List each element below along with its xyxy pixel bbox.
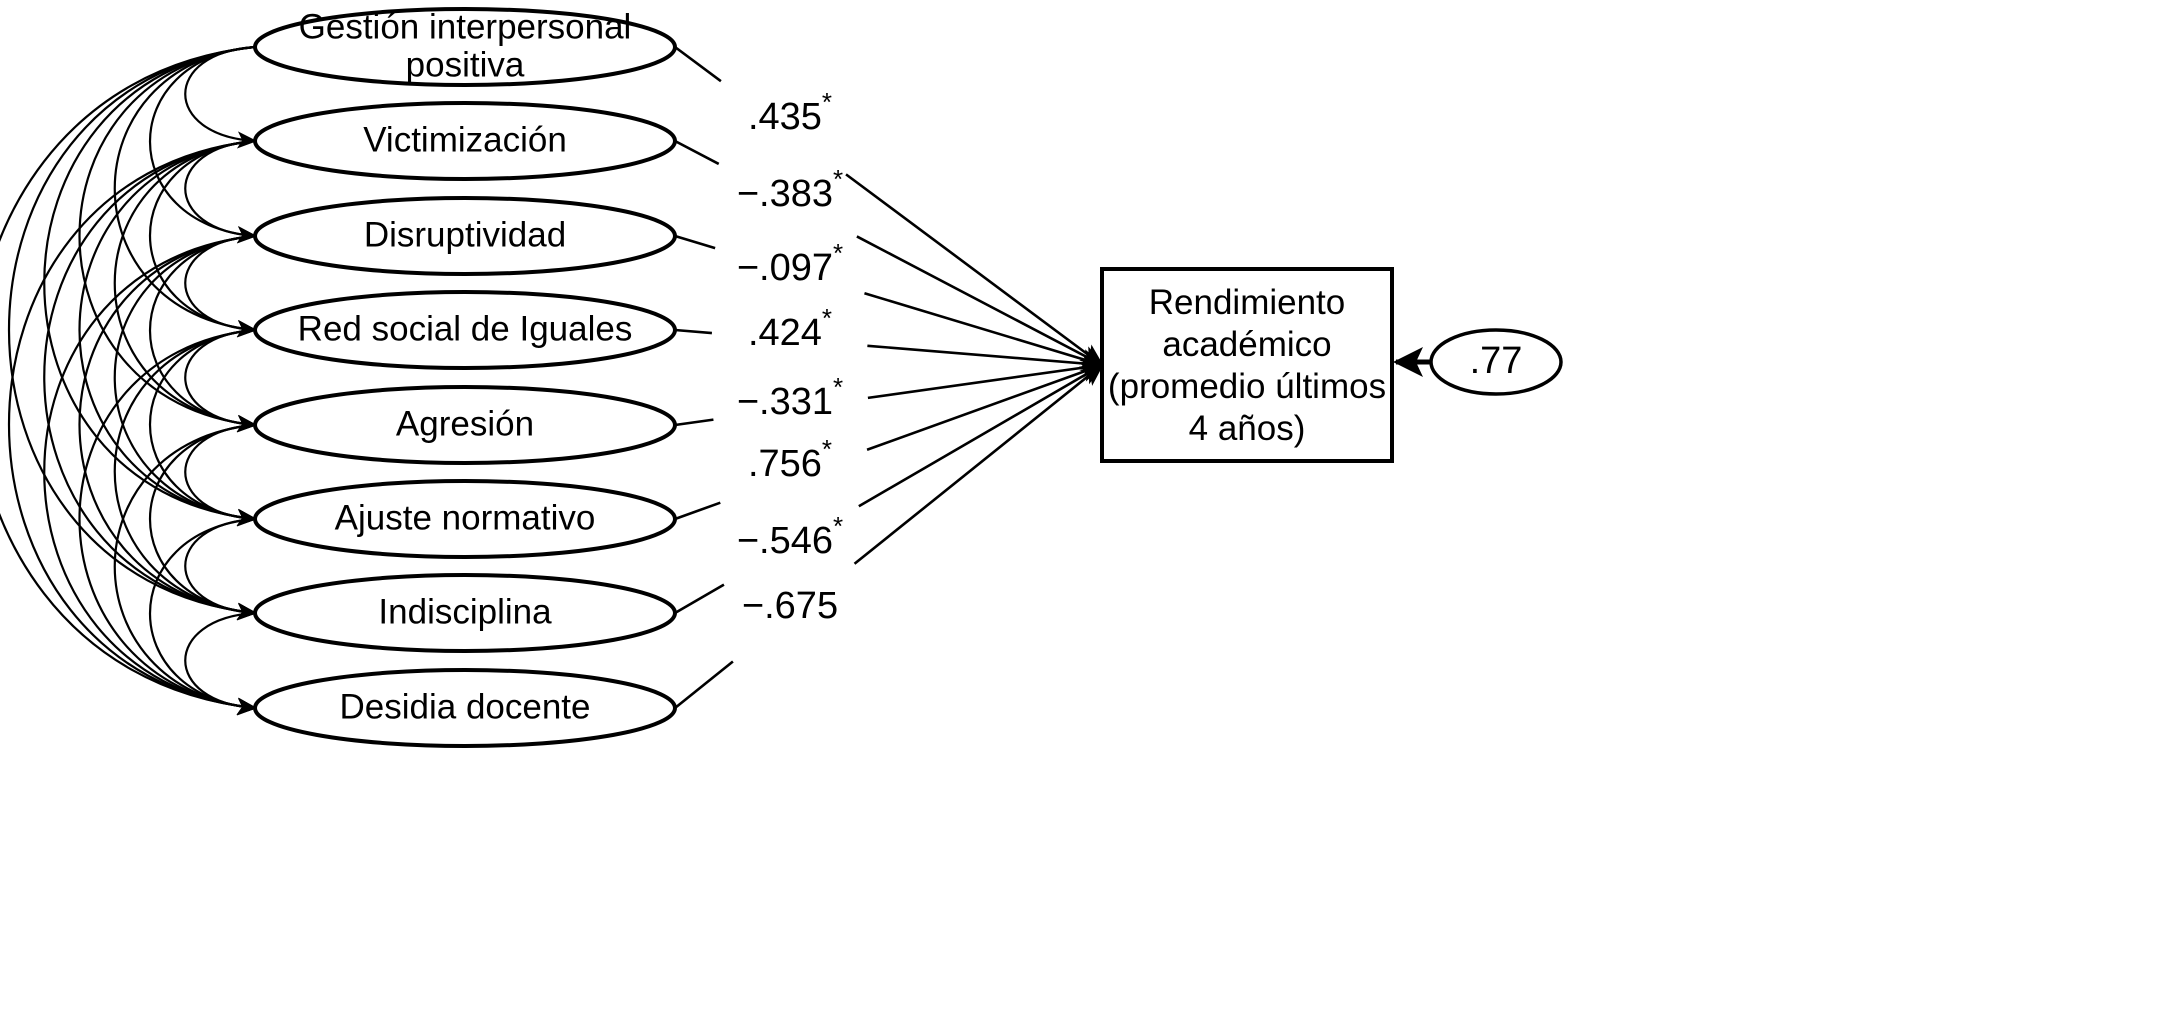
correlation-arc <box>8 36 274 620</box>
significance-marker: * <box>833 238 843 268</box>
correlation-arcs-group <box>0 36 274 716</box>
path-coefficient-gestion: .435* <box>748 87 832 138</box>
correlation-arc <box>78 36 274 432</box>
correlation-arc <box>113 414 274 715</box>
outcome-label-line-1: Rendimiento <box>1149 283 1346 322</box>
correlation-arc <box>113 130 274 432</box>
structural-path-segment <box>858 363 1105 508</box>
predictor-ellipse-disruptividad[interactable] <box>253 196 677 276</box>
structural-path-segment <box>864 291 1105 369</box>
significance-marker: * <box>833 511 843 541</box>
structural-path-segment <box>674 660 734 710</box>
predictor-ellipse-agresion[interactable] <box>253 385 677 465</box>
correlation-arc <box>8 130 274 715</box>
predictor-label-disruptividad: Disruptividad <box>364 215 566 254</box>
outcome-label-line-4: 4 años) <box>1189 409 1306 448</box>
disturbance-value: .77 <box>1470 340 1523 382</box>
predictor-label-indisciplina: Indisciplina <box>378 592 552 631</box>
predictor-ellipse-gestion[interactable] <box>253 7 677 87</box>
predictor-ellipse-indisciplina[interactable] <box>253 573 677 653</box>
path-coefficient-ajuste: .756* <box>748 434 832 485</box>
predictor-label-red-social: Red social de Iguales <box>298 309 633 348</box>
predictor-label-agresion: Agresión <box>396 404 534 443</box>
structural-path-segment <box>674 418 714 427</box>
structural-paths-group <box>674 45 1105 710</box>
correlation-arc <box>43 36 274 526</box>
correlation-arc <box>78 225 274 620</box>
significance-marker: * <box>822 303 832 333</box>
outcome-box[interactable] <box>1100 267 1394 463</box>
outcome-label-line-2: académico <box>1162 325 1331 364</box>
predictor-ellipse-victimizacion[interactable] <box>253 101 677 181</box>
correlation-arc <box>43 130 274 620</box>
correlation-arc <box>184 603 274 716</box>
structural-path-segment <box>866 362 1105 451</box>
significance-marker: * <box>833 372 843 402</box>
correlation-arc <box>148 415 274 621</box>
predictor-ellipse-red-social[interactable] <box>253 290 677 370</box>
correlation-arc <box>148 509 274 716</box>
predictor-label-gestion: Gestión interpersonal <box>299 7 632 46</box>
path-coefficient-indisciplina: −.546* <box>737 511 843 562</box>
correlation-arc <box>0 36 274 715</box>
structural-path-segment <box>853 363 1105 565</box>
structural-path-segment <box>845 173 1105 367</box>
structural-path-segment <box>674 501 721 521</box>
correlation-arc <box>148 37 274 244</box>
path-coefficient-disruptividad: −.097* <box>737 238 843 289</box>
correlation-arc <box>148 226 274 433</box>
predictor-label-gestion-line2: positiva <box>406 45 525 84</box>
structural-path-segment <box>674 45 722 83</box>
outcome-label-line-3: (promedio últimos <box>1108 367 1386 406</box>
correlation-arc <box>113 36 274 337</box>
path-coefficient-victimizacion: −.383* <box>737 164 843 215</box>
structural-path-segment <box>674 583 725 615</box>
correlation-arc <box>78 319 274 715</box>
predictor-label-victimizacion: Victimización <box>363 120 567 159</box>
predictor-label-desidia: Desidia docente <box>340 687 591 726</box>
significance-marker: * <box>833 164 843 194</box>
path-coefficient-red-social: .424* <box>748 303 832 354</box>
structural-path-segment <box>856 235 1105 367</box>
structural-path-segment <box>674 234 716 250</box>
disturbance-node-group: .77 <box>1393 328 1563 396</box>
predictor-ellipse-ajuste[interactable] <box>253 479 677 559</box>
path-coefficient-agresion: −.331* <box>737 372 843 423</box>
structural-path-segment <box>867 344 1105 374</box>
disturbance-ellipse[interactable] <box>1429 328 1563 396</box>
correlation-arc <box>148 320 274 527</box>
predictor-ellipse-desidia[interactable] <box>253 668 677 748</box>
significance-marker: * <box>822 434 832 464</box>
structural-path-segment <box>674 328 713 335</box>
predictor-label-ajuste: Ajuste normativo <box>335 498 596 537</box>
path-coefficient-desidia: −.675 <box>742 585 838 627</box>
correlation-arc <box>113 319 274 620</box>
correlation-arc <box>78 130 274 526</box>
correlation-arc <box>43 225 274 715</box>
correlation-arc <box>148 131 274 338</box>
path-coefficient-labels-group: .435* −.383* −.097* .424* −.331* .756* −.546* −… <box>737 87 843 627</box>
correlation-arc <box>113 225 274 526</box>
structural-path-segment <box>867 357 1105 400</box>
predictor-nodes-group: Gestión interpersonalpositivaVictimizaci… <box>253 7 677 748</box>
structural-path-segment <box>674 139 720 166</box>
significance-marker: * <box>822 87 832 117</box>
